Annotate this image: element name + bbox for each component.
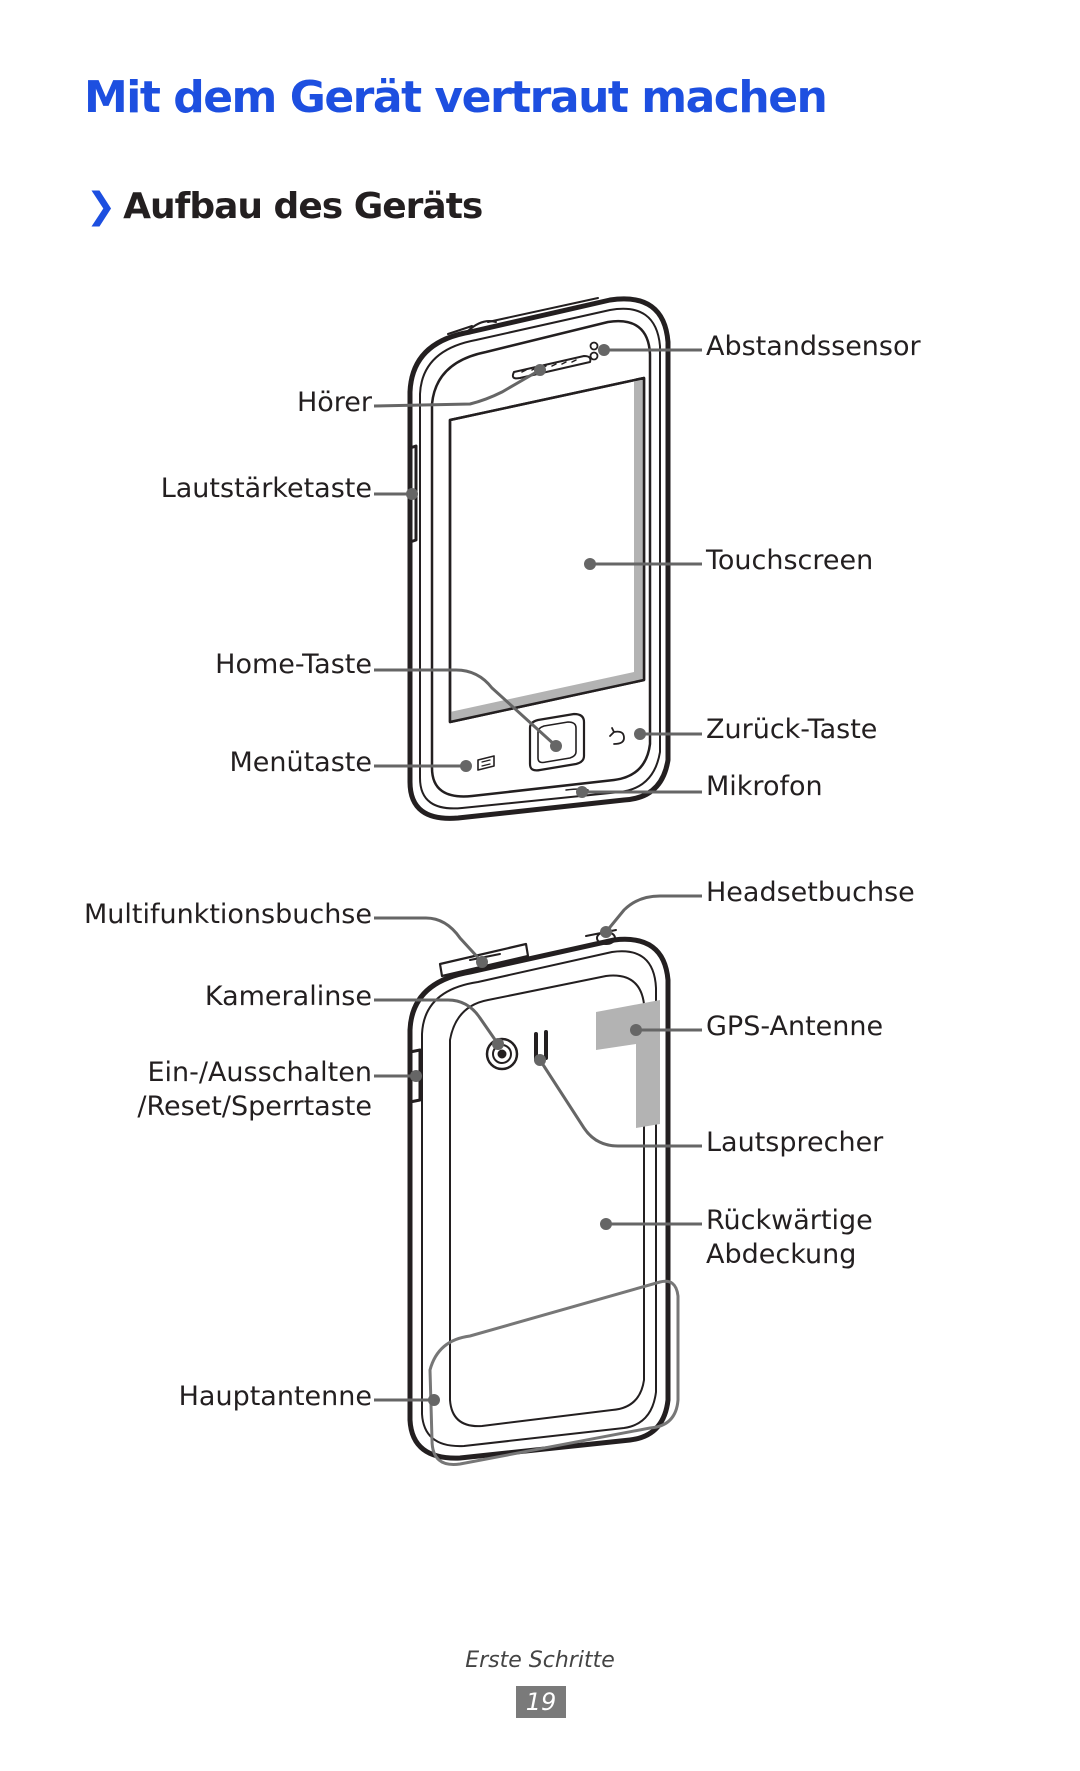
label-abdeckung: Abdeckung [706, 1239, 857, 1270]
label-gps-antenne: GPS-Antenne [706, 1011, 884, 1042]
label-mikrofon: Mikrofon [706, 771, 823, 802]
label-lautstaerketaste: Lautstärketaste [160, 473, 372, 504]
label-headsetbuchse: Headsetbuchse [706, 877, 915, 908]
label-reset-sperrtaste: /Reset/Sperrtaste [137, 1091, 372, 1122]
label-home-taste: Home-Taste [215, 649, 372, 680]
label-lautsprecher: Lautsprecher [706, 1127, 884, 1158]
callout-line-lautsprecher [538, 1059, 702, 1148]
callout-line-headsetbuchse [604, 894, 702, 933]
gps-antenna-area [596, 1000, 660, 1128]
label-zurueck-taste: Zurück-Taste [706, 714, 878, 745]
section-heading-text: Aufbau des Geräts [123, 186, 483, 227]
footer-section-name: Erste Schritte [465, 1648, 615, 1673]
label-ein-ausschalten: Ein-/Ausschalten [147, 1057, 372, 1088]
label-hoerer: Hörer [296, 387, 372, 418]
front-callouts [373, 348, 702, 794]
main-antenna-outline [428, 1279, 680, 1466]
page-title: Mit dem Gerät vertraut machen [84, 72, 828, 123]
label-rueckwaertige: Rückwärtige [706, 1205, 873, 1236]
callout-line-kameralinse [374, 998, 500, 1045]
back-callout-dots [410, 926, 642, 1406]
chevron-right-icon: ❯ [86, 186, 116, 227]
page-number: 19 [516, 1686, 566, 1718]
back-callouts [374, 894, 702, 1402]
back-phone-illustration [407, 929, 671, 1461]
label-hauptantenne: Hauptantenne [178, 1381, 372, 1412]
front-phone-illustration [407, 296, 671, 821]
callout-line-hoerer [373, 368, 541, 408]
label-kameralinse: Kameralinse [204, 981, 372, 1012]
front-callout-dots [406, 344, 646, 798]
label-multifunktionsbuchse: Multifunktionsbuchse [83, 899, 372, 930]
callout-line-multifunktionsbuchse [374, 916, 484, 964]
label-touchscreen: Touchscreen [706, 545, 874, 576]
callout-line-home-taste [374, 668, 558, 748]
label-abstandssensor: Abstandssensor [706, 331, 921, 362]
section-heading: ❯Aufbau des Geräts [86, 186, 483, 227]
label-menuetaste: Menütaste [229, 747, 372, 778]
